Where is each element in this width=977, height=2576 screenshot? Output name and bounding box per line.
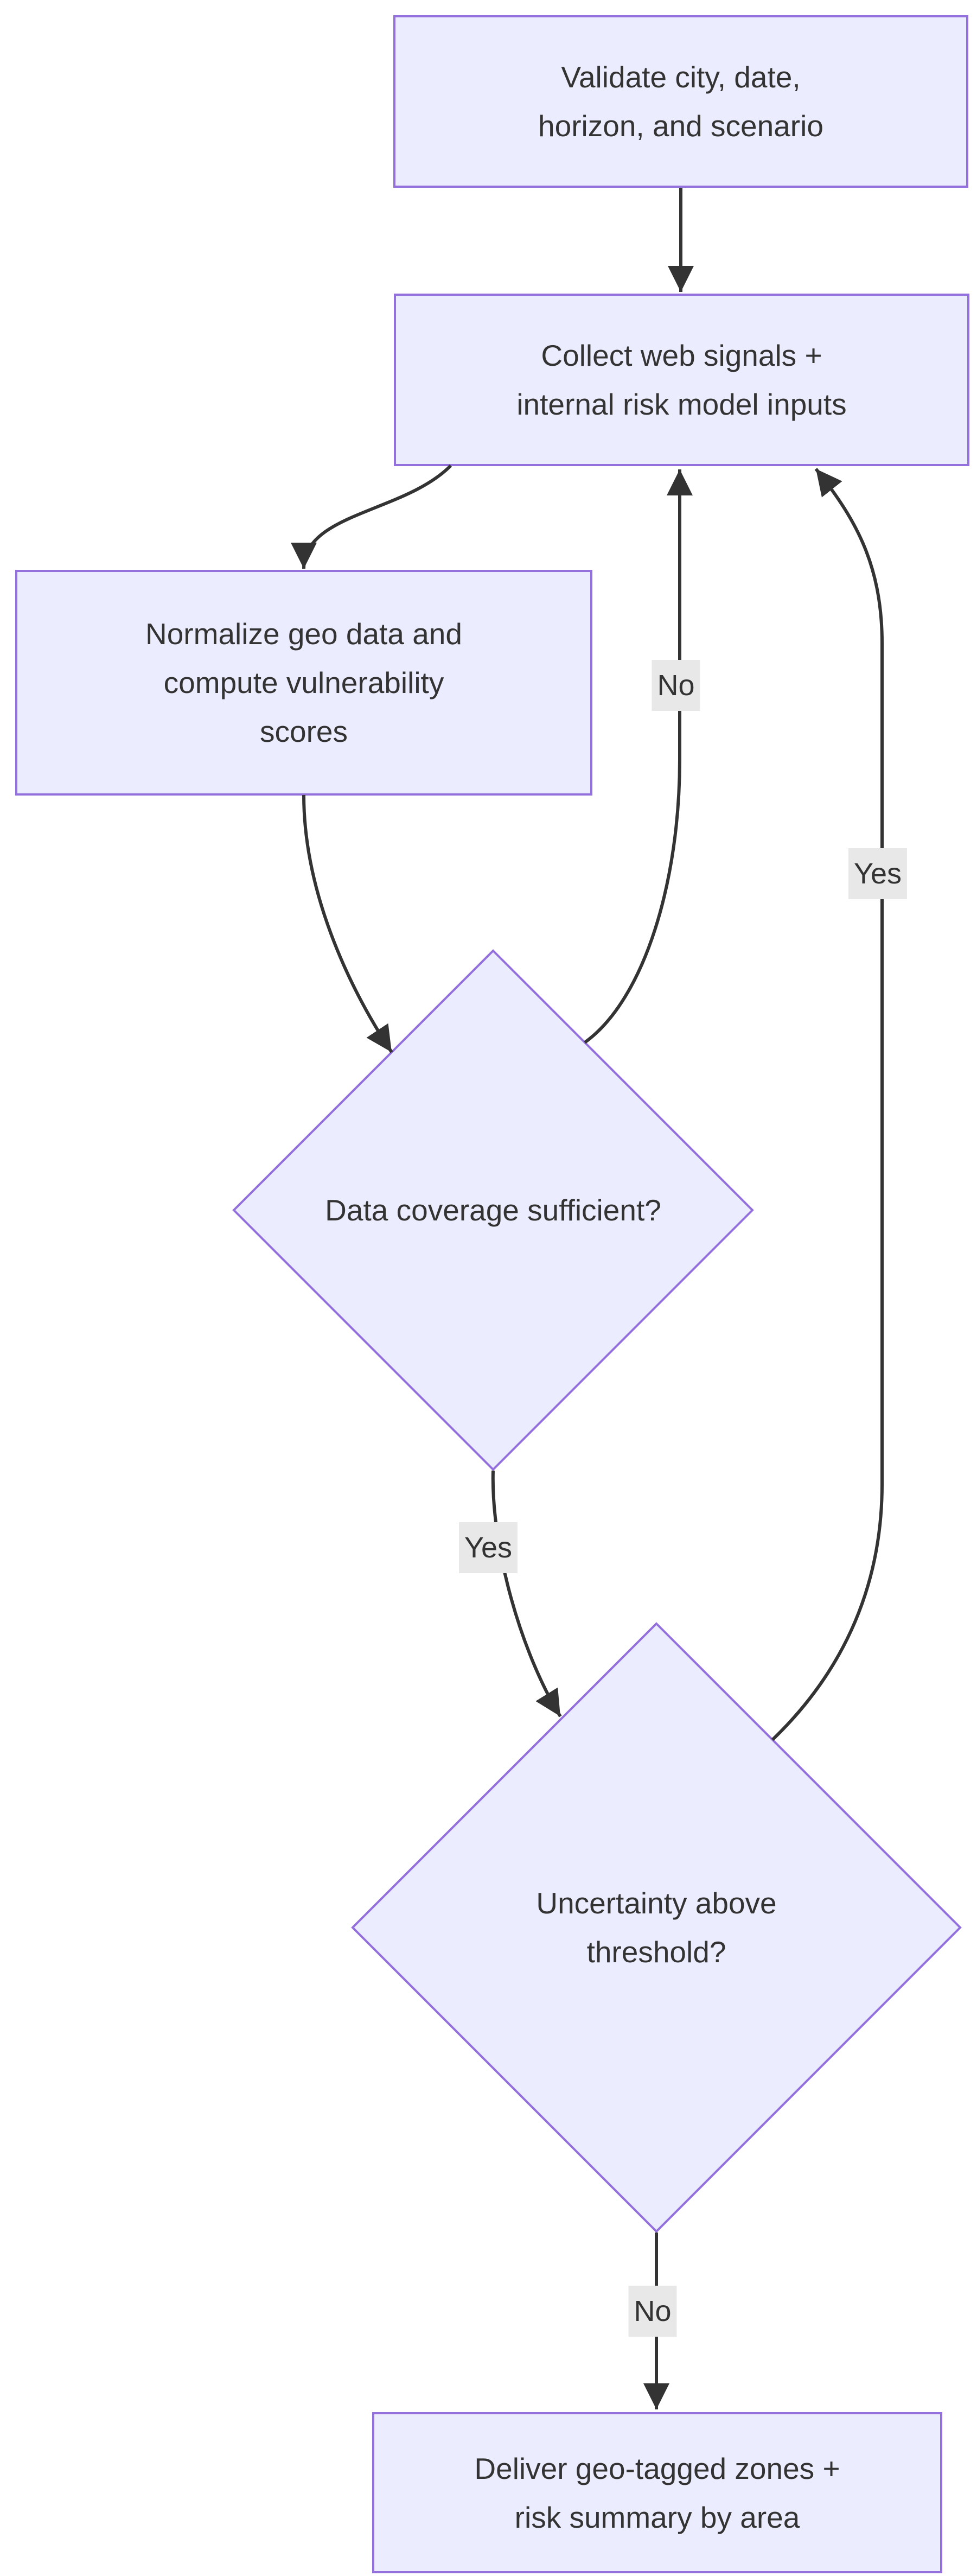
- node-uncertainty-decision-shape: [351, 1622, 962, 2233]
- edge-label-uncertainty-yes: Yes: [848, 848, 908, 899]
- node-coverage-decision-shape: [232, 949, 754, 1471]
- edge-coverage-yes-to-uncertainty: [491, 1470, 562, 1718]
- edge-label-coverage-no: No: [652, 660, 700, 711]
- edge-label-uncertainty-no: No: [628, 2286, 677, 2337]
- edge-coverage-no-to-collect: [584, 469, 693, 1044]
- edge-label-coverage-yes: Yes: [458, 1522, 518, 1573]
- edge-uncertainty-yes-to-collect: [771, 468, 884, 1741]
- edge-collect-to-normalize: [291, 464, 452, 569]
- node-collect-shape: [394, 294, 969, 466]
- node-deliver-shape: [372, 2412, 942, 2573]
- node-normalize-shape: [15, 570, 592, 796]
- edge-normalize-to-coverage: [302, 794, 393, 1053]
- node-validate-shape: [393, 15, 968, 188]
